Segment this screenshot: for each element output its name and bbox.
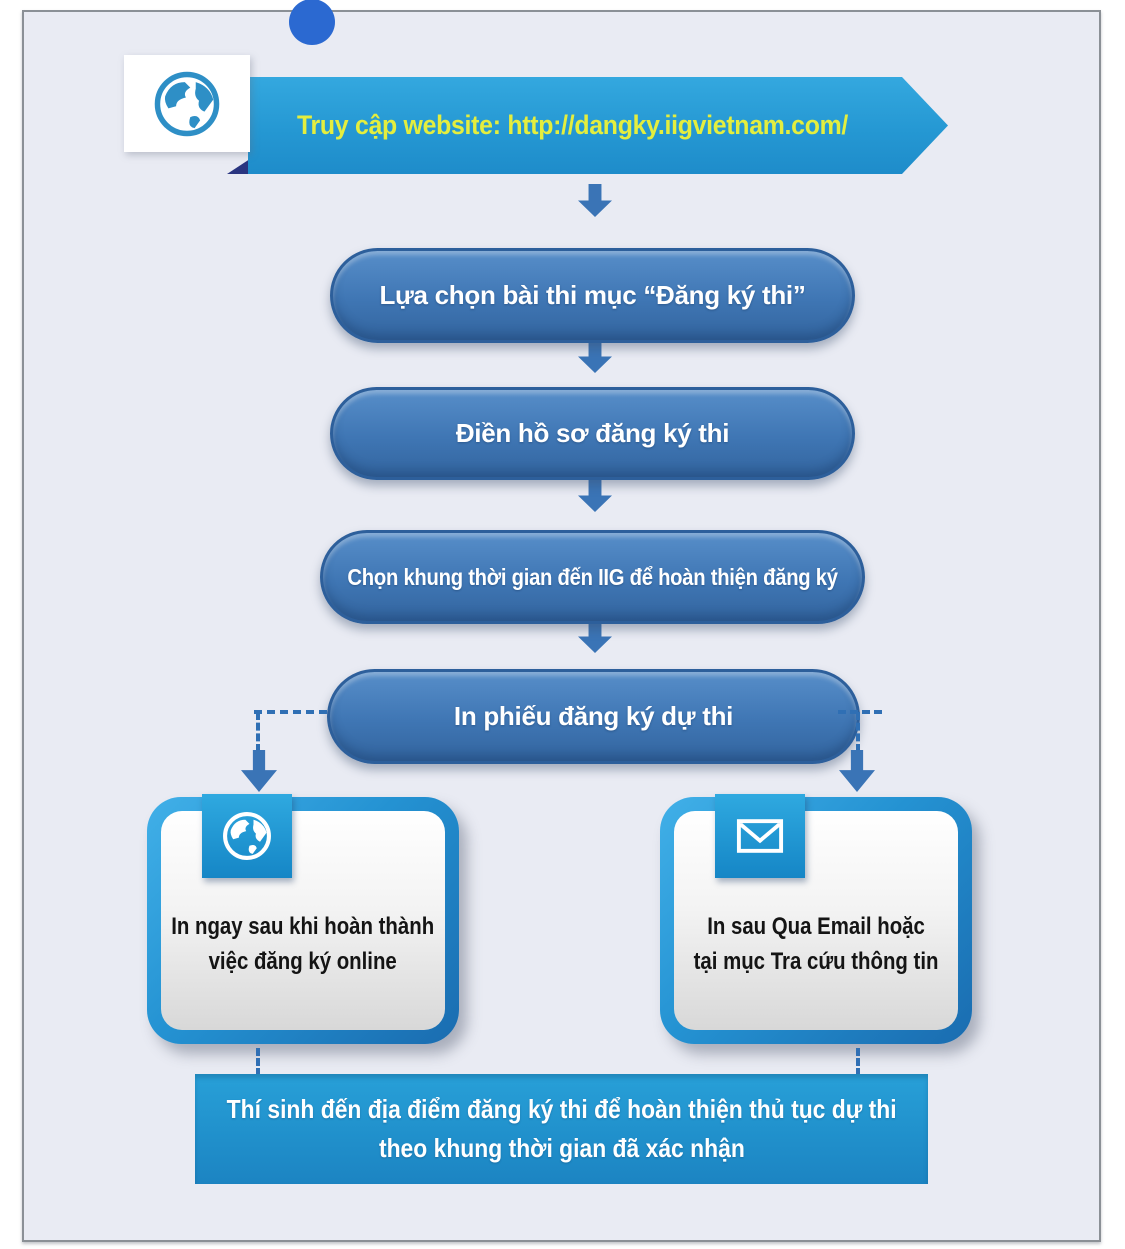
down-arrow-icon (839, 750, 875, 792)
branch-tab (715, 794, 805, 878)
down-arrow-icon (241, 750, 277, 792)
branch-text-line: In sau Qua Email hoặc (707, 912, 925, 940)
branch-tab (202, 794, 292, 878)
dashed-connector-right-vertical (856, 712, 860, 752)
blue-dot-decoration (289, 0, 335, 45)
down-arrow-icon (578, 184, 612, 217)
down-arrow-icon (578, 620, 612, 653)
flowchart-card: Truy cập website: http://dangky.iigvietn… (22, 0, 1101, 1242)
dashed-connector-right-bottom (856, 1048, 860, 1076)
step-label: In phiếu đăng ký dự thi (453, 701, 734, 731)
website-icon-box (124, 55, 250, 152)
branch-text-line: tại mục Tra cứu thông tin (693, 947, 939, 975)
dashed-connector-right-horizontal (838, 710, 882, 714)
dashed-connector-left-vertical (256, 712, 260, 752)
step-print-form: In phiếu đăng ký dự thi (327, 669, 860, 764)
down-arrow-icon (578, 340, 612, 373)
globe-icon (154, 71, 220, 136)
branch-print-online: In ngay sau khi hoàn thành việc đăng ký … (147, 794, 459, 1044)
branch-text: In ngay sau khi hoàn thành việc đăng ký … (172, 910, 435, 980)
down-arrow-icon (578, 479, 612, 512)
step-label: Điền hồ sơ đăng ký thi (455, 418, 730, 448)
step-choose-timeframe: Chọn khung thời gian đến IIG để hoàn thi… (320, 530, 865, 624)
branch-text-line: In ngay sau khi hoàn thành (171, 912, 435, 940)
branch-print-later-email: In sau Qua Email hoặc tại mục Tra cứu th… (660, 794, 972, 1044)
dashed-connector-left-horizontal (254, 710, 327, 714)
step-label: Lựa chọn bài thi mục “Đăng ký thi” (379, 280, 806, 310)
step-select-exam: Lựa chọn bài thi mục “Đăng ký thi” (330, 248, 855, 343)
final-step-banner: Thí sinh đến địa điểm đăng ký thi để hoà… (195, 1074, 928, 1184)
final-step-line: Thí sinh đến địa điểm đăng ký thi để hoà… (226, 1094, 897, 1124)
dashed-connector-left-bottom (256, 1048, 260, 1076)
website-banner: Truy cập website: http://dangky.iigvietn… (248, 77, 948, 174)
globe-icon (223, 812, 271, 860)
final-step-line: theo khung thời gian đã xác nhận (378, 1133, 745, 1163)
step-label: Chọn khung thời gian đến IIG để hoàn thi… (347, 563, 838, 590)
website-banner-text: Truy cập website: http://dangky.iigvietn… (297, 110, 849, 140)
branch-text-line: việc đăng ký online (208, 947, 398, 975)
email-icon (736, 819, 784, 853)
step-fill-profile: Điền hồ sơ đăng ký thi (330, 387, 855, 480)
branch-text: In sau Qua Email hoặc tại mục Tra cứu th… (694, 910, 939, 980)
